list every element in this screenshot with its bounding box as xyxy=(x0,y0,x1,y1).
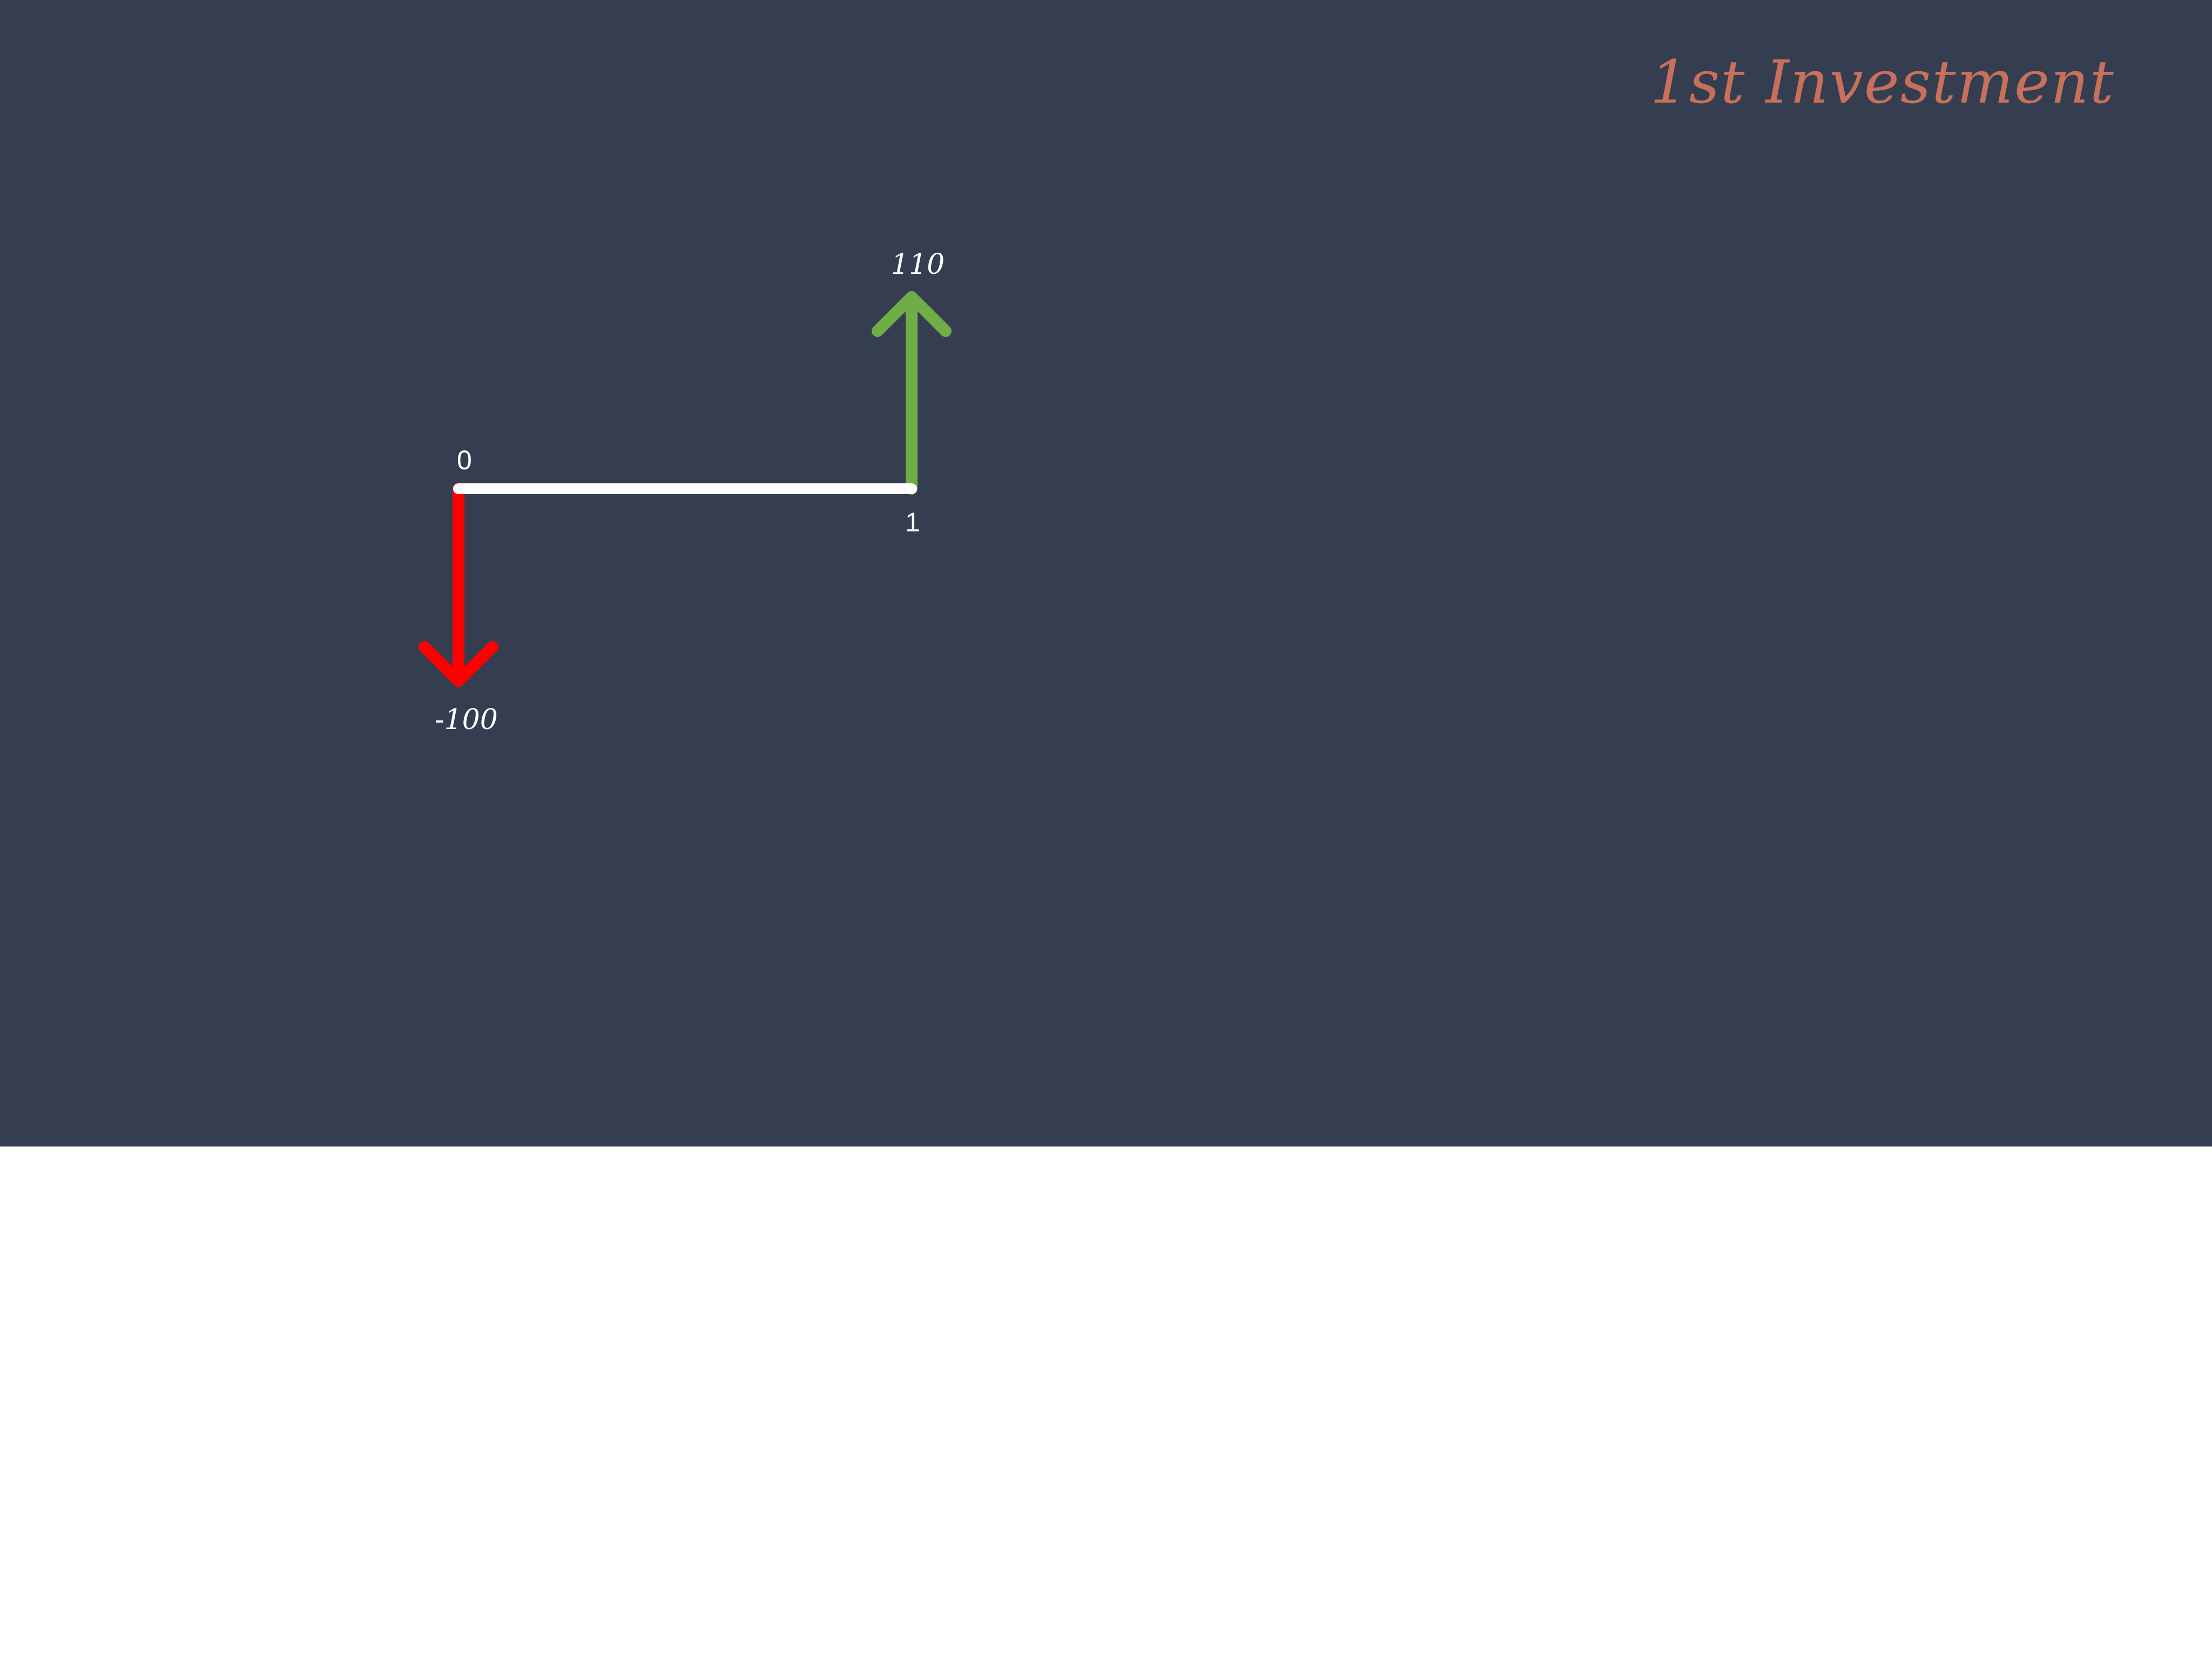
period-label-0: 0 xyxy=(457,445,472,475)
cash-flow-timeline: 0 1 -100 110 xyxy=(419,248,952,736)
outflow-amount-label: -100 xyxy=(435,704,498,736)
inflow-arrow-head xyxy=(872,291,952,337)
inflow-arrow xyxy=(872,291,952,495)
slide-title: 1st Investment xyxy=(1650,48,2115,117)
period-label-1: 1 xyxy=(905,507,920,537)
slide-canvas: 1st Investment 0 1 -100 110 xyxy=(0,0,2212,1147)
outflow-arrow xyxy=(419,483,498,687)
inflow-amount-label: 110 xyxy=(891,248,945,281)
outflow-arrow-head xyxy=(419,641,498,687)
